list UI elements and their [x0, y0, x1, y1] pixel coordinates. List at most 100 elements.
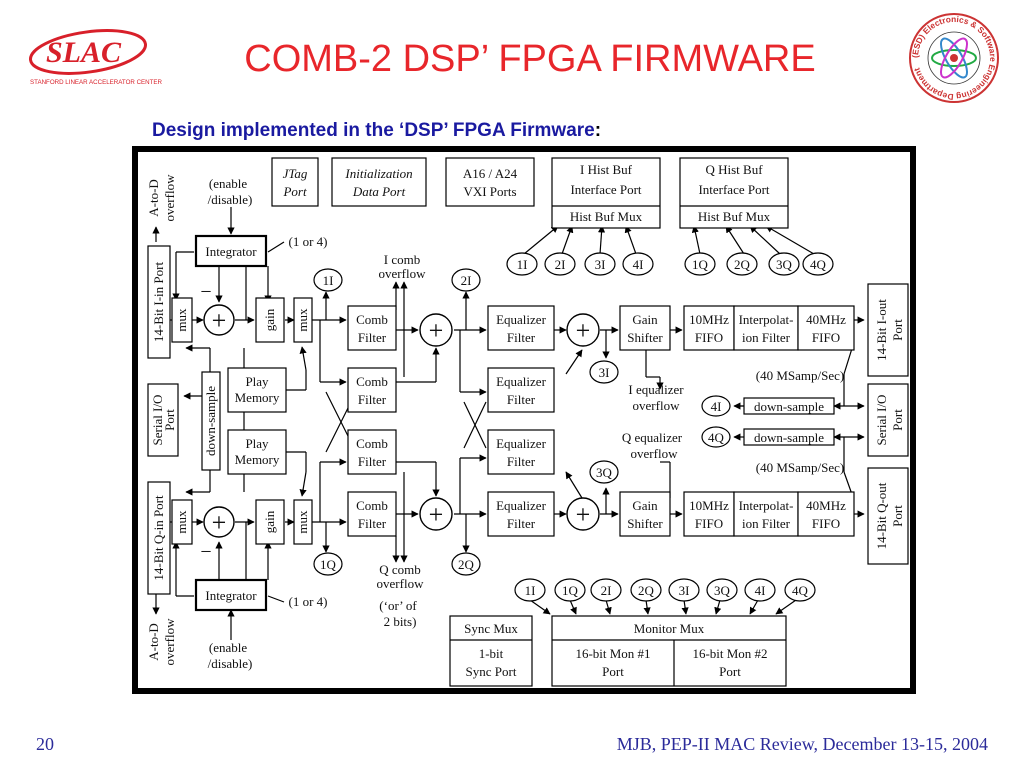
i-hist-buf-box: [551, 157, 661, 229]
token-1q: 1Q: [320, 557, 337, 572]
i-out-port-label: 14-Bit I-out: [874, 299, 889, 361]
firmware-diagram-frame: + + + + + + − − J: [132, 146, 916, 694]
token-3i: 3I: [599, 365, 610, 380]
mux-label: mux: [174, 510, 189, 534]
mon1-label: 16-bit Mon #1: [575, 646, 650, 661]
enable-label: (enable: [209, 640, 247, 655]
enable-label: /disable): [208, 192, 253, 207]
qhist-mux-label: Hist Buf Mux: [698, 209, 771, 224]
fifo-10mhz-i: [683, 305, 735, 351]
slac-logo-name: SLAC: [46, 36, 122, 69]
qhist-label: Interface Port: [698, 182, 769, 197]
sum-i-comb: [419, 313, 453, 347]
atod-top-label: overflow: [162, 174, 177, 222]
ieq-label: overflow: [633, 398, 681, 413]
serial-io-left-label: Serial I/O: [150, 395, 165, 446]
comb-label: Filter: [358, 454, 387, 469]
mon2-label: Port: [719, 664, 741, 679]
integrator-label: Integrator: [205, 244, 257, 259]
ihist-mux-label: Hist Buf Mux: [570, 209, 643, 224]
init-data-port-box: [331, 157, 427, 207]
slac-logo-fullname: STANFORD LINEAR ACCELERATOR CENTER: [30, 79, 163, 86]
mux-i-right: [293, 297, 313, 343]
token-2q: 2Q: [638, 583, 655, 598]
i-in-port: [147, 245, 171, 359]
token-4q: 4Q: [708, 430, 725, 445]
gain-shifter-label: Gain: [632, 312, 658, 327]
icomb-label: I comb: [384, 252, 420, 267]
comb-label: Comb: [356, 374, 388, 389]
vxi-label: VXI Ports: [463, 184, 516, 199]
eq-filter-4: [487, 491, 555, 537]
fifo-40mhz-q: [797, 491, 855, 537]
sum-i-eq: [566, 313, 600, 347]
fifo40-label: FIFO: [812, 516, 840, 531]
vxi-label: A16 / A24: [463, 166, 518, 181]
jtag-label: Port: [282, 184, 307, 199]
play-memory-label: Memory: [235, 452, 280, 467]
q-in-port-label: 14-Bit Q-in Port: [151, 495, 166, 581]
plus-sign: +: [429, 500, 444, 529]
token-2q: 2Q: [734, 257, 751, 272]
minus-sign: −: [200, 541, 211, 563]
comb-label: Comb: [356, 312, 388, 327]
sync-port-label: 1-bit: [479, 646, 504, 661]
token-2i: 2I: [461, 273, 472, 288]
slide-subtitle: Design implemented in the ‘DSP’ FPGA Fir…: [152, 120, 601, 142]
integrator-bottom: [194, 578, 268, 612]
fifo-10mhz-q: [683, 491, 735, 537]
q-hist-buf-box: [679, 157, 789, 229]
plus-sign: +: [212, 306, 227, 335]
comb-label: Filter: [358, 330, 387, 345]
q-in-port: [147, 481, 171, 595]
or-label: (‘or’ of: [379, 598, 417, 613]
subtitle-colon: :: [594, 120, 602, 141]
jtag-port-box: [271, 157, 319, 207]
downsample-label: down-sample: [754, 430, 824, 445]
msamp-label: (40 MSamp/Sec): [756, 368, 844, 383]
init-label: Initialization: [344, 166, 412, 181]
eq-filter-2: [487, 367, 555, 413]
comb-filter-2: [347, 367, 397, 413]
token-4q: 4Q: [792, 583, 809, 598]
mux-label: mux: [174, 308, 189, 332]
qcomb-label: Q comb: [379, 562, 421, 577]
token-3i: 3I: [595, 257, 606, 272]
token-3q: 3Q: [714, 583, 731, 598]
i-out-port: [867, 283, 909, 377]
downsample-label: down-sample: [754, 399, 824, 414]
token-1q: 1Q: [692, 257, 709, 272]
atod-bottom-label: overflow: [162, 618, 177, 666]
firmware-block-diagram: + + + + + + − − J: [138, 152, 910, 688]
play-memory-label: Play: [245, 374, 269, 389]
comb-filter-3: [347, 429, 397, 475]
token-2q: 2Q: [458, 557, 475, 572]
gain-shifter-q: [619, 491, 671, 537]
qcomb-label: overflow: [377, 576, 425, 591]
interp-label: Interpolat-: [739, 312, 794, 327]
atod-top-label: A-to-D: [146, 179, 161, 217]
eq-label: Filter: [507, 454, 536, 469]
i-in-port-label: 14-Bit I-in Port: [151, 262, 166, 343]
token-4i: 4I: [633, 257, 644, 272]
subtitle-text: Design implemented in the ‘DSP’ FPGA Fir…: [152, 120, 595, 141]
plus-sign: +: [576, 316, 591, 345]
fifo40-label: 40MHz: [806, 312, 846, 327]
sum-q-input: [203, 506, 235, 538]
monitor-mux-label: Monitor Mux: [634, 621, 705, 636]
fifo40-label: FIFO: [812, 330, 840, 345]
one-or-four-label: (1 or 4): [289, 234, 328, 249]
downsample-i-right: [743, 397, 835, 415]
interp-label: ion Filter: [742, 516, 791, 531]
gain-shifter-label: Gain: [632, 498, 658, 513]
gain-q: [255, 499, 285, 545]
token-1i: 1I: [323, 273, 334, 288]
qeq-label: overflow: [631, 446, 679, 461]
token-3q: 3Q: [776, 257, 793, 272]
slac-logo-swoosh: [28, 29, 148, 75]
gain-shifter-label: Shifter: [627, 330, 663, 345]
eq-label: Equalizer: [496, 312, 546, 327]
eq-label: Filter: [507, 516, 536, 531]
footer-credit: MJB, PEP-II MAC Review, December 13-15, …: [616, 734, 988, 754]
interp-label: ion Filter: [742, 330, 791, 345]
